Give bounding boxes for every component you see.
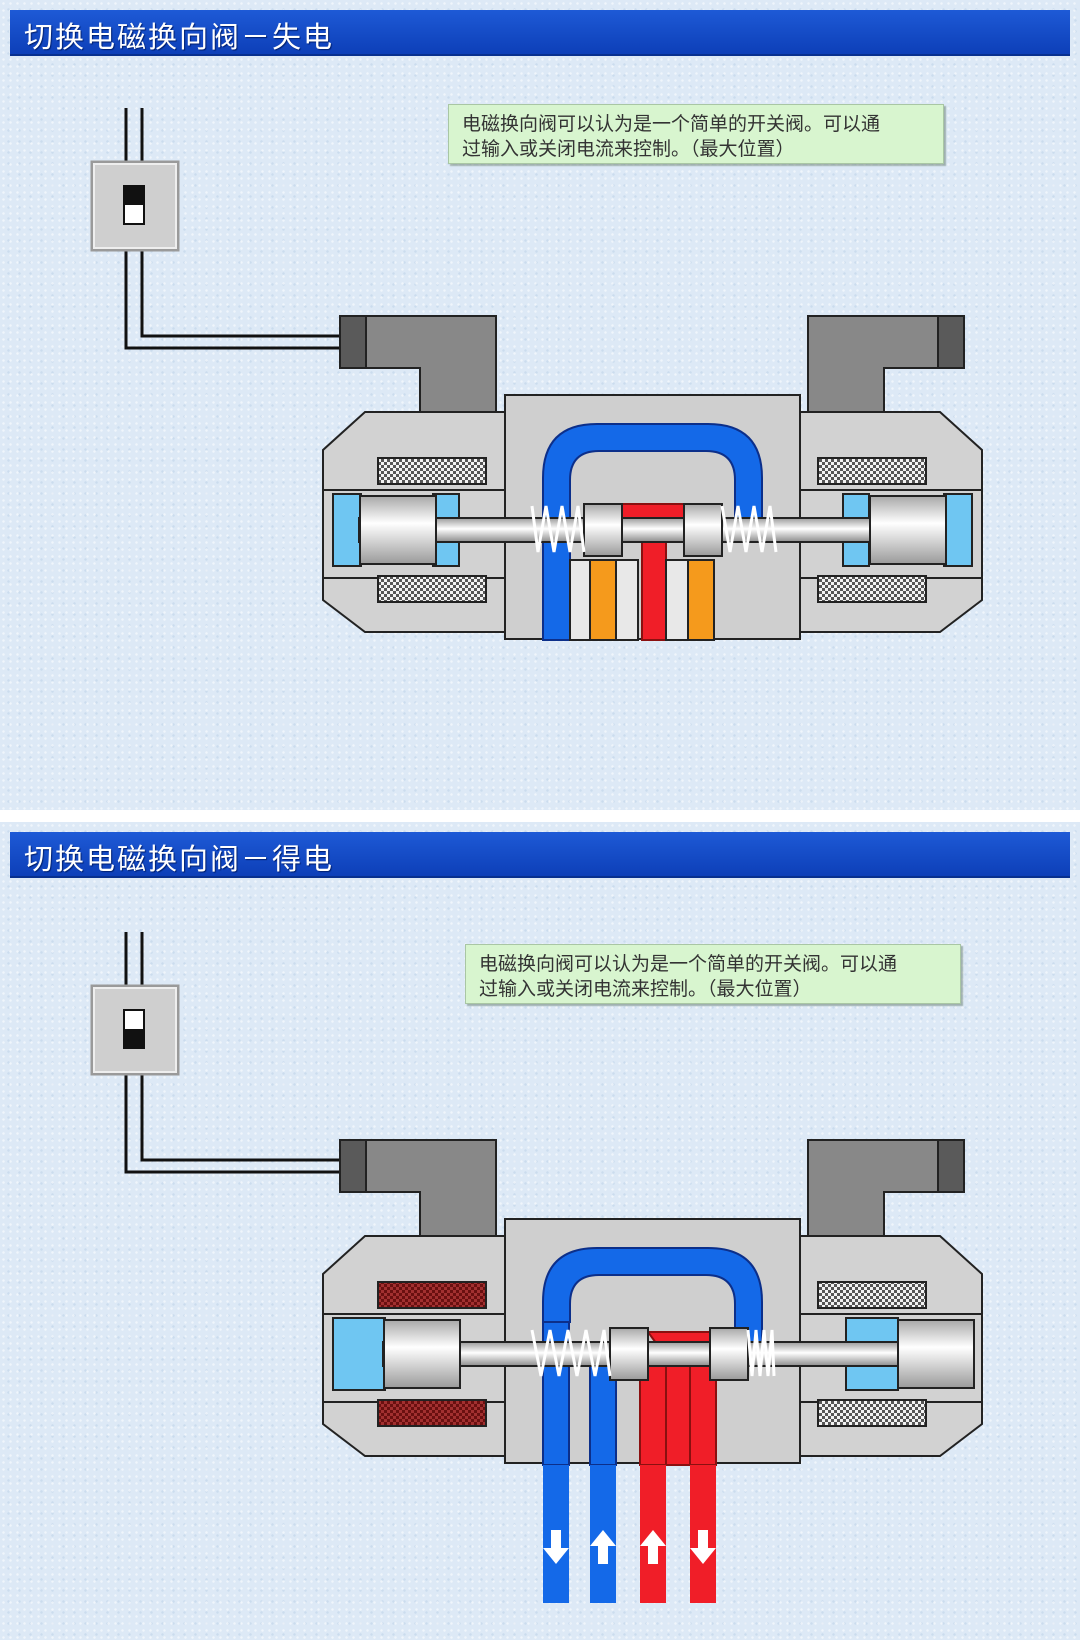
power-switch[interactable] (90, 984, 180, 1076)
coil-right-top (817, 1281, 927, 1309)
spring-right (746, 1329, 776, 1377)
armature-gap-right (943, 493, 973, 567)
coil-left-bottom-energized (377, 1399, 487, 1427)
panel-title: 切换电磁换向阀－失电 (24, 20, 335, 54)
armature-right (869, 495, 947, 565)
coil-left-top-energized (377, 1281, 487, 1309)
coil-right-bottom (817, 575, 927, 603)
info-note: 电磁换向阀可以认为是一个简单的开关阀。可以通 过输入或关闭电流来控制。（最大位置… (465, 944, 961, 1004)
spool-piston-right (683, 503, 723, 557)
down-arrow-icon (690, 1530, 716, 1564)
spool-rod (358, 517, 946, 543)
armature-left (359, 495, 437, 565)
solenoid-connector-left (339, 1139, 497, 1237)
valve-diagram (90, 932, 983, 1603)
spring-left (530, 505, 586, 553)
power-switch[interactable] (90, 160, 180, 252)
solenoid-connector-right (807, 1139, 965, 1237)
title-bar: 切换电磁换向阀－失电 (10, 10, 1070, 56)
spool-land-a (589, 559, 617, 641)
spring-right (720, 505, 778, 553)
spool-piston-right (709, 1327, 749, 1381)
solenoid-connector-right (807, 315, 965, 413)
panel-title: 切换电磁换向阀－得电 (24, 842, 335, 876)
spool-land-b (687, 559, 715, 641)
return-passage (542, 423, 763, 641)
info-note-line-2: 过输入或关闭电流来控制。（最大位置） (479, 978, 812, 1000)
valve-panel-deenergized: 切换电磁换向阀－失电 电磁换向阀可以认为是一个简单的开关阀。可以通 过输入或关闭… (0, 0, 1080, 810)
spool-piston-left (583, 503, 623, 557)
armature-right (897, 1319, 975, 1389)
armature-gap-left (332, 1317, 386, 1391)
info-note-line-1: 电磁换向阀可以认为是一个简单的开关阀。可以通 (462, 113, 881, 135)
armature-left (383, 1319, 461, 1389)
return-passage (542, 1247, 763, 1355)
info-note-line-1: 电磁换向阀可以认为是一个简单的开关阀。可以通 (479, 953, 898, 975)
coil-right-top (817, 457, 927, 485)
coil-left-bottom (377, 575, 487, 603)
valve-panel-energized: 切换电磁换向阀－得电 电磁换向阀可以认为是一个简单的开关阀。可以通 过输入或关闭… (0, 822, 1080, 1640)
up-arrow-icon (640, 1530, 666, 1564)
coil-left-top (377, 457, 487, 485)
spool-rod (382, 1341, 944, 1367)
switch-lever-off (124, 186, 144, 205)
up-arrow-icon (590, 1530, 616, 1564)
info-note-line-2: 过输入或关闭电流来控制。（最大位置） (462, 138, 795, 160)
valve-diagram (90, 108, 983, 641)
info-note: 电磁换向阀可以认为是一个简单的开关阀。可以通 过输入或关闭电流来控制。（最大位置… (448, 104, 944, 164)
switch-lever-on (124, 1029, 144, 1048)
spool-piston-left (609, 1327, 649, 1381)
coil-right-bottom (817, 1399, 927, 1427)
title-bar: 切换电磁换向阀－得电 (10, 832, 1070, 878)
spring-left-compressed (530, 1329, 612, 1377)
armature-gap-left (332, 493, 362, 567)
solenoid-connector-left (339, 315, 497, 413)
down-arrow-icon (543, 1530, 569, 1564)
